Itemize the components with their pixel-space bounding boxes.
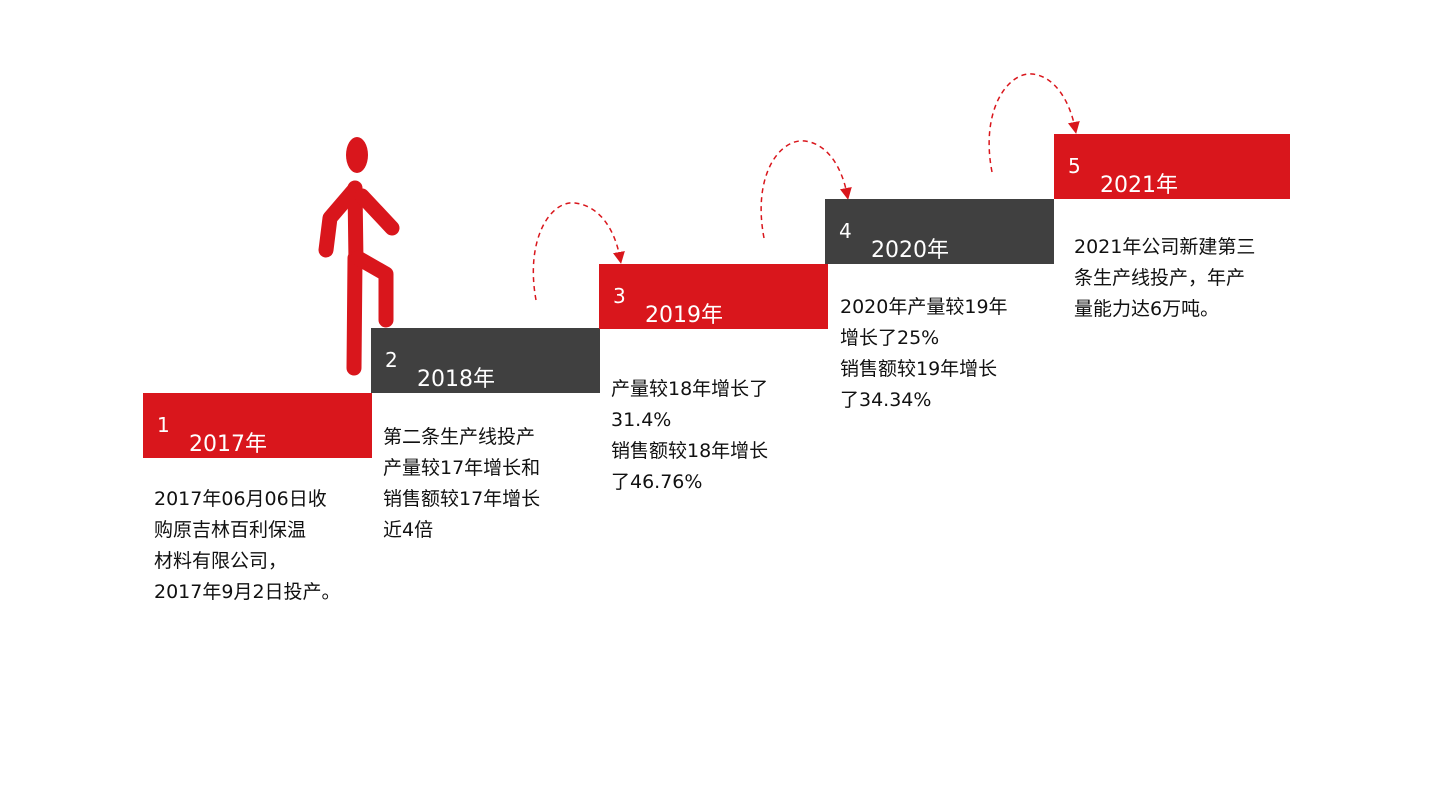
step-2017: 1 2017年 [143, 393, 372, 458]
step-2019: 3 2019年 [599, 264, 828, 329]
step-description: 2020年产量较19年 增长了25% 销售额较19年增长 了34.34% [840, 296, 1008, 411]
step-number: 5 [1068, 154, 1081, 178]
step-description: 2021年公司新建第三 条生产线投产，年产 量能力达6万吨。 [1074, 236, 1256, 320]
step-year: 2019年 [645, 303, 723, 328]
step-number: 4 [839, 219, 852, 243]
step-arrow-icon [760, 140, 852, 239]
step-2018: 2 2018年 [371, 328, 600, 393]
step-year: 2020年 [871, 238, 949, 263]
step-arrow-icon [532, 202, 625, 301]
step-2020: 4 2020年 [825, 199, 1054, 264]
step-year: 2018年 [417, 367, 495, 392]
step-year: 2021年 [1100, 173, 1178, 198]
step-description: 产量较18年增长了 31.4% 销售额较18年增长 了46.76% [611, 378, 769, 493]
step-number: 2 [385, 348, 398, 372]
step-number: 3 [613, 284, 626, 308]
step-number: 1 [157, 413, 170, 437]
step-arrow-icon [988, 73, 1080, 173]
step-description: 2017年06月06日收 购原吉林百利保温 材料有限公司， 2017年9月2日投… [154, 488, 341, 603]
step-2021: 5 2021年 [1054, 134, 1290, 199]
step-description: 第二条生产线投产 产量较17年增长和 销售额较17年增长 近4倍 [383, 426, 541, 541]
step-year: 2017年 [189, 432, 267, 457]
walking-person-icon [318, 137, 400, 376]
